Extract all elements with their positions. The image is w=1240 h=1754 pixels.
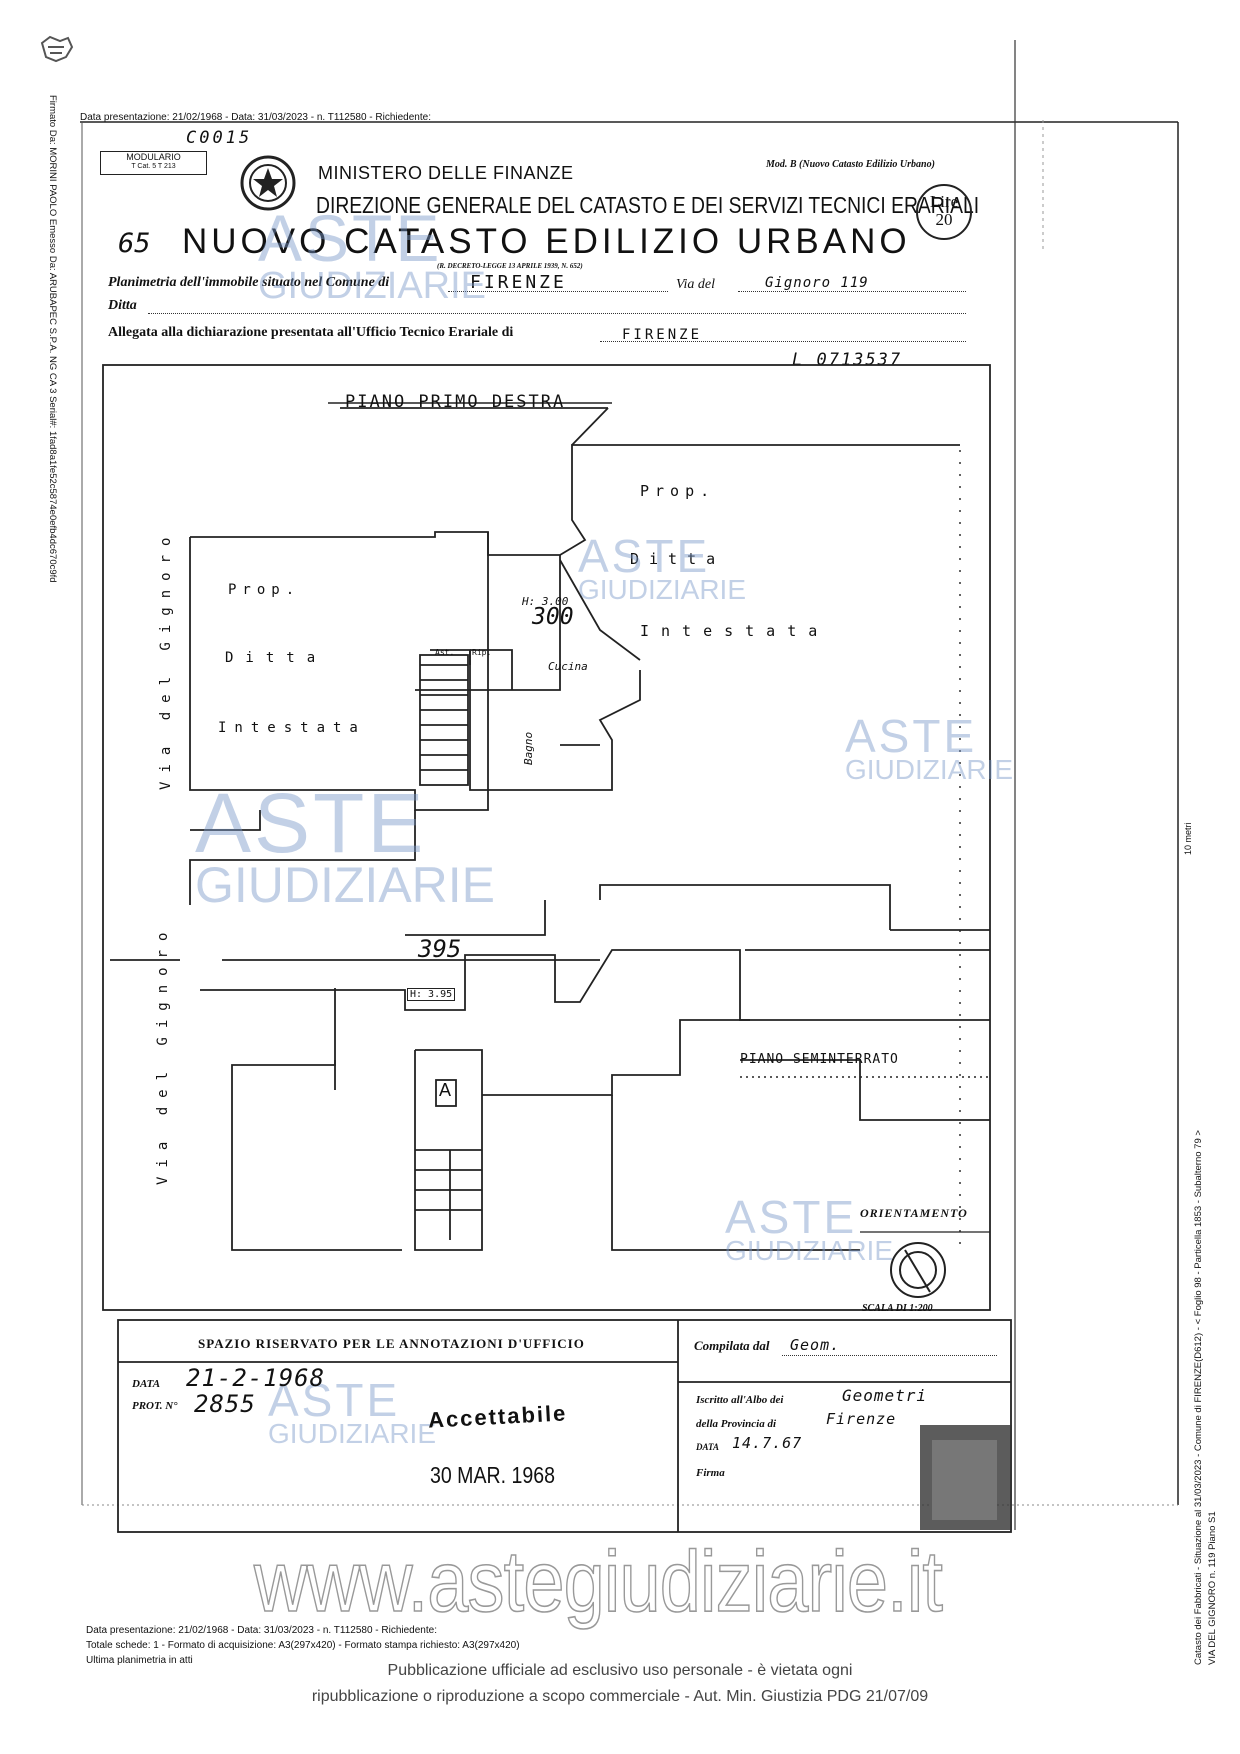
compilata-value: Geom.: [790, 1336, 841, 1354]
lire-value: 20: [935, 210, 953, 229]
piano-primo-label: PIANO PRIMO DESTRA: [345, 392, 566, 412]
prot-label: PROT. N°: [132, 1400, 178, 1412]
republic-emblem-icon: [240, 155, 296, 211]
ministry-title: MINISTERO DELLE FINANZE: [318, 163, 574, 183]
modulario-code: T Cat. 5 T 213: [131, 163, 176, 170]
watermark-2: ASTE GIUDIZIARIE: [578, 530, 747, 605]
firma-label: Firma: [696, 1467, 725, 1479]
watermark-giudiziarie: GIUDIZIARIE: [195, 857, 496, 913]
disclaimer-line-1: Pubblicazione ufficiale ad esclusivo uso…: [387, 1662, 853, 1679]
ditta-label: Ditta: [108, 298, 137, 313]
footer-line-2: Totale schede: 1 - Formato di acquisizio…: [86, 1640, 520, 1651]
modulario-label: MODULARIO: [126, 152, 181, 162]
number-300: 300: [532, 604, 574, 630]
rip-label: Rip.: [472, 648, 492, 657]
comune-value: FIRENZE: [470, 272, 567, 293]
footer-line-3: Ultima planimetria in atti: [86, 1655, 193, 1666]
watermark-aste: ASTE: [845, 710, 978, 762]
allegata-label: Allegata alla dichiarazione presentata a…: [108, 325, 514, 340]
watermark-aste: ASTE: [258, 201, 443, 275]
stamp-duty-circle: Lire 20: [916, 184, 972, 240]
watermark-aste: ASTE: [578, 530, 711, 582]
comune-underline: [448, 290, 668, 292]
scale-label: SCALA DI 1:200: [862, 1303, 933, 1314]
height-300-label: H: 3.00: [522, 595, 569, 608]
prop-label-1: Prop.: [228, 582, 301, 598]
data-label: DATA: [132, 1378, 161, 1390]
watermark-aste: ASTE: [725, 1191, 858, 1243]
watermark-giudiziarie: GIUDIZIARIE: [268, 1418, 437, 1449]
watermark-3: ASTE GIUDIZIARIE: [845, 710, 1014, 785]
cucina-label: Cucina: [548, 660, 588, 673]
footer-line-1: Data presentazione: 21/02/1968 - Data: 3…: [86, 1625, 437, 1636]
intestata-label-1: Intestata: [218, 720, 366, 736]
data-value: 21-2-1968: [186, 1364, 326, 1392]
compilata-underline: [782, 1354, 997, 1356]
watermark-aste: ASTE: [268, 1374, 401, 1426]
ufficio-underline: [600, 340, 966, 342]
iscritto-value: Geometri: [842, 1386, 928, 1405]
lire-label: Lire: [929, 192, 959, 211]
provincia-value: Firenze: [826, 1410, 897, 1428]
disclaimer-line-2: ripubblicazione o riproduzione a scopo c…: [311, 1688, 929, 1705]
intestata-label-2: Intestata: [640, 622, 830, 640]
website-watermark: www.astegiudiziarie.it: [253, 1533, 943, 1631]
watermark-giudiziarie: GIUDIZIARIE: [725, 1235, 894, 1266]
watermark-aste: ASTE: [195, 776, 427, 870]
compilata-label: Compilata dal: [694, 1338, 770, 1353]
ditta-underline: [148, 312, 966, 314]
watermark-6: ASTE GIUDIZIARIE: [268, 1374, 437, 1449]
via-underline: [738, 290, 966, 292]
provincia-label: della Provincia di: [696, 1418, 777, 1430]
ast-label: Ast.: [435, 648, 455, 657]
nceu-title: NUOVO CATASTO EDILIZIO URBANO: [182, 222, 911, 261]
decree-text: (R. DECRETO-LEGGE 13 APRILE 1939, N. 652…: [437, 262, 583, 270]
number-395: 395: [418, 935, 462, 963]
iscritto-label: Iscritto all'Albo dei: [696, 1394, 784, 1406]
compass-icon: [890, 1242, 946, 1298]
data2-value: 14.7.67: [732, 1434, 803, 1452]
watermark-5: ASTE GIUDIZIARIE: [725, 1191, 894, 1266]
handwritten-number: 65: [118, 228, 151, 259]
watermark-1: ASTE GIUDIZIARIE: [258, 201, 487, 307]
stamp-date: 30 MAR. 1968: [430, 1462, 555, 1488]
handwritten-code: C0015: [186, 128, 253, 148]
model-b-label: Mod. B (Nuovo Catasto Edilizio Urbano): [766, 159, 935, 170]
modulario-box: MODULARIO T Cat. 5 T 213: [100, 151, 207, 175]
watermark-giudiziarie: GIUDIZIARIE: [258, 265, 487, 307]
ufficio-value: FIRENZE: [622, 327, 703, 343]
annotations-header: SPAZIO RISERVATO PER LE ANNOTAZIONI D'UF…: [198, 1336, 585, 1351]
piano-seminterrato-label: PIANO SEMINTERRATO: [740, 1052, 899, 1067]
logo-seal-icon: [40, 35, 74, 63]
watermark-4: ASTE GIUDIZIARIE: [195, 776, 496, 913]
data2-label: DATA: [696, 1442, 720, 1452]
planimetria-label: Planimetria dell'immobile situato nel Co…: [108, 275, 390, 290]
orientamento-label: ORIENTAMENTO: [860, 1206, 968, 1220]
prot-value: 2855: [194, 1390, 256, 1418]
via-label: Via del: [676, 277, 716, 292]
prop-label-2: Prop.: [640, 482, 716, 500]
top-presentation-line: Data presentazione: 21/02/1968 - Data: 3…: [80, 112, 431, 123]
height-395-label: H: 3.95: [407, 988, 456, 1001]
ditta-label-1: Ditta: [225, 650, 328, 666]
direction-title: DIREZIONE GENERALE DEL CATASTO E DEI SER…: [316, 192, 980, 218]
watermark-giudiziarie: GIUDIZIARIE: [845, 754, 1014, 785]
via-value: Gignoro 119: [765, 275, 869, 291]
ditta-label-2: Ditta: [630, 550, 726, 568]
watermark-giudiziarie: GIUDIZIARIE: [578, 574, 747, 605]
stair-letter-a: A: [439, 1080, 452, 1100]
